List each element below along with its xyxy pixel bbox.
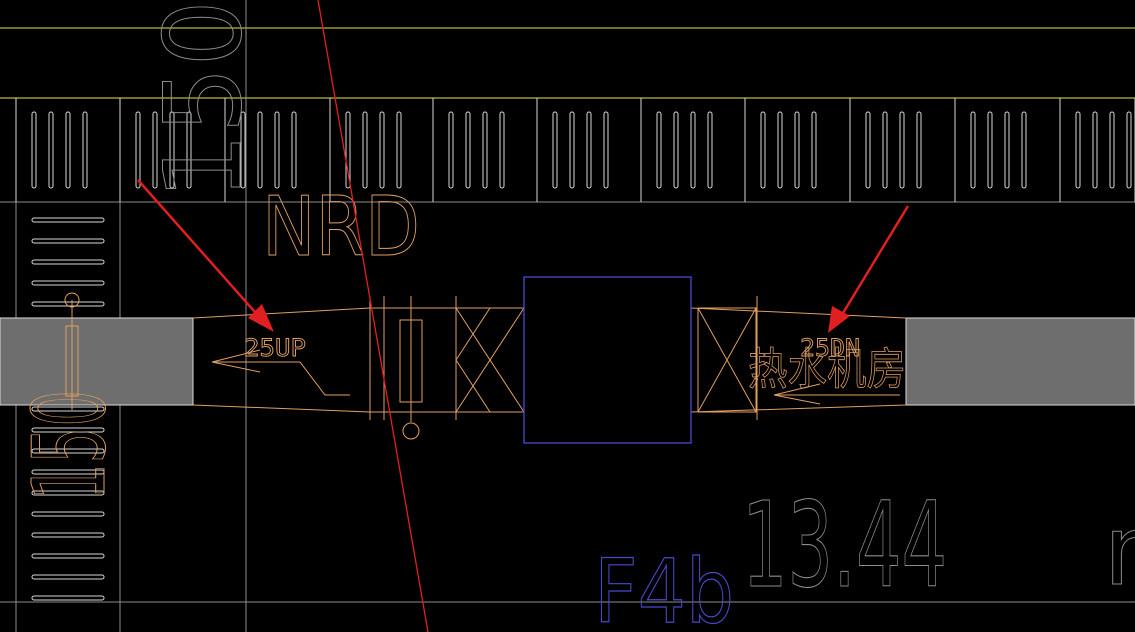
grille-slot: [1021, 111, 1027, 189]
grille-slot: [152, 111, 158, 189]
vent-slot: [31, 490, 105, 496]
vent-grille-row: [15, 98, 1135, 202]
grille-slot: [777, 111, 783, 189]
vent-slot: [31, 280, 105, 286]
grille-slot: [586, 111, 592, 189]
vent-slot: [31, 574, 105, 580]
vent-slot: [31, 427, 105, 433]
grille-slot: [569, 111, 575, 189]
grille-slot: [987, 111, 993, 189]
grille-slot: [690, 111, 696, 189]
equipment-box[interactable]: [523, 276, 692, 444]
grille-slot: [274, 111, 280, 189]
red-arrow-icon: [137, 179, 274, 332]
grille-slot: [135, 111, 141, 189]
nrd-label: NRD: [262, 180, 420, 275]
vent-slot: [31, 532, 105, 538]
grille-slot: [169, 111, 175, 189]
dn-label: 25DN: [800, 334, 860, 362]
grille-slot: [552, 111, 558, 189]
grille-slot: [82, 111, 88, 189]
grille-slot: [31, 111, 37, 189]
grille-slot: [465, 111, 471, 189]
grille-slot: [396, 111, 402, 189]
grille-slot: [448, 111, 454, 189]
left-duct-fill: [0, 317, 194, 406]
right-duct-fill: [905, 317, 1135, 406]
grille-slot: [1126, 111, 1132, 189]
grille-slot: [760, 111, 766, 189]
up-label: 25UP: [244, 334, 306, 362]
grille-slot: [186, 111, 192, 189]
grille-slot: [970, 111, 976, 189]
duct-outline: [64, 292, 907, 440]
grille-slot: [257, 111, 263, 189]
grille-slot: [1004, 111, 1010, 189]
grille-slot: [603, 111, 609, 189]
red-arrow-icon: [828, 205, 910, 333]
grille-slot: [899, 111, 905, 189]
grille-slot: [240, 111, 246, 189]
yellow-grid-lines: [0, 27, 1135, 99]
right-edge-text: m: [1104, 495, 1135, 607]
grille-slot: [673, 111, 679, 189]
grille-slot: [345, 111, 351, 189]
vertical-dimension-text: 150: [142, 0, 265, 200]
grille-slot: [865, 111, 871, 189]
red-section-line: [317, 0, 429, 632]
grille-slot: [499, 111, 505, 189]
grille-slot: [794, 111, 800, 189]
grille-slot: [65, 111, 71, 189]
grille-slot: [362, 111, 368, 189]
vent-slot: [31, 217, 105, 223]
vent-slot: [31, 406, 105, 412]
grille-slot: [882, 111, 888, 189]
vent-slot: [31, 469, 105, 475]
grille-slot: [48, 111, 54, 189]
elevation-label: 13.44: [742, 476, 947, 614]
grille-slot: [916, 111, 922, 189]
grille-slot: [707, 111, 713, 189]
vent-slot: [31, 259, 105, 265]
grille-slot: [1109, 111, 1115, 189]
grille-slot: [291, 111, 297, 189]
grille-slot: [379, 111, 385, 189]
room-label: 热水机房: [748, 344, 906, 395]
vent-slot: [31, 238, 105, 244]
grille-slot: [1092, 111, 1098, 189]
vent-slot: [31, 511, 105, 517]
level-label: F4b: [594, 540, 734, 632]
grille-slot: [656, 111, 662, 189]
grille-slot: [811, 111, 817, 189]
vent-slot: [31, 595, 105, 601]
vent-slot: [31, 448, 105, 454]
grille-slot: [482, 111, 488, 189]
vent-slot: [31, 553, 105, 559]
grille-slot: [1075, 111, 1081, 189]
side-text: 150: [11, 390, 128, 500]
